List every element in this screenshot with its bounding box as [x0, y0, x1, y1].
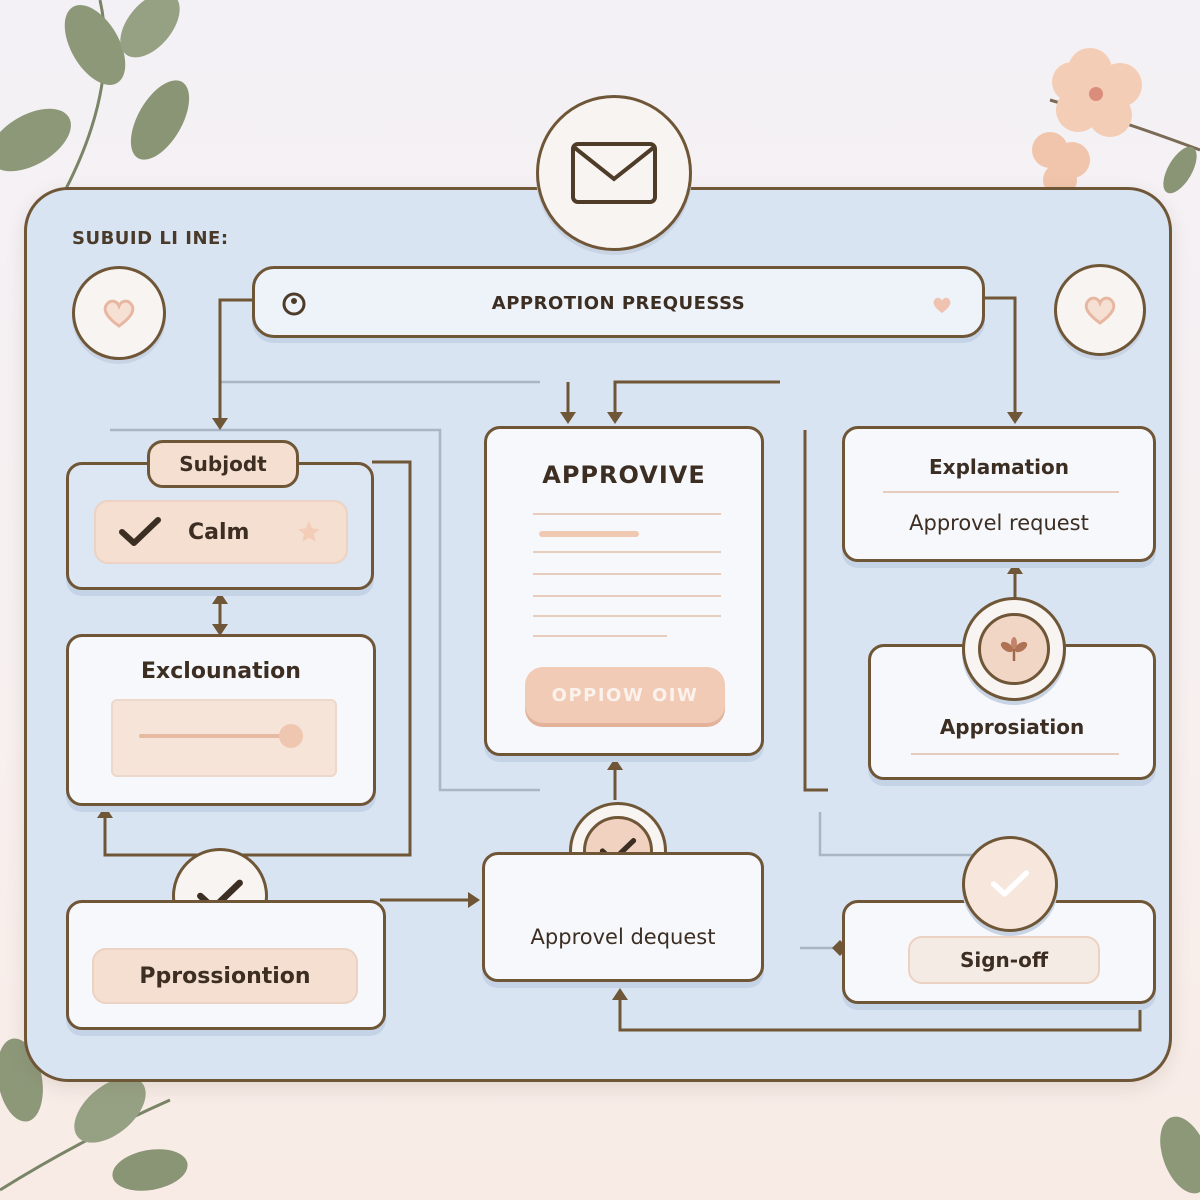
- approsiation-label: Approsiation: [939, 715, 1085, 739]
- subject-tab-label: Subjodt: [179, 452, 267, 476]
- calm-label: Calm: [188, 519, 250, 545]
- envelope-icon: [571, 142, 657, 204]
- leaves-bottom-left: [0, 1038, 188, 1192]
- text-line: [533, 573, 721, 575]
- text-line: [533, 551, 721, 553]
- heart-icon: [1084, 296, 1116, 325]
- calm-option[interactable]: Calm: [94, 500, 348, 564]
- sign-off-label: Sign-off: [959, 948, 1049, 972]
- subject-tab[interactable]: Subjodt: [147, 440, 299, 488]
- mail-badge[interactable]: [536, 95, 692, 251]
- divider: [911, 753, 1119, 755]
- leaf-badge[interactable]: [962, 597, 1066, 701]
- pprossiontion-label: Pprossiontion: [139, 963, 311, 989]
- small-heart-icon: [933, 297, 951, 313]
- check-icon: [119, 517, 161, 546]
- text-line: [533, 595, 721, 597]
- text-line-highlight: [539, 531, 639, 537]
- check-icon: [990, 870, 1030, 897]
- explanation-card: Exclounation: [66, 634, 376, 806]
- leaf-inner-circle: [978, 613, 1050, 685]
- heart-button-left[interactable]: [72, 266, 166, 360]
- heart-icon: [103, 299, 135, 328]
- leaves-top-left: [0, 0, 190, 200]
- approve-card: APPROVIVE OPPIOW OIW: [484, 426, 764, 756]
- search-bar-text: APPROTION PREQUESSS: [491, 293, 746, 314]
- star-icon: [298, 521, 320, 542]
- approve-card-title: APPROVIVE: [542, 461, 706, 489]
- text-line: [533, 615, 721, 617]
- check-badge-right[interactable]: [962, 836, 1058, 932]
- slider-track-container: [111, 699, 337, 777]
- search-bar[interactable]: APPROTION PREQUESSS: [252, 266, 985, 338]
- divider: [883, 491, 1119, 493]
- heart-button-right[interactable]: [1054, 264, 1146, 356]
- leaves-bottom-right: [1160, 1116, 1200, 1194]
- text-line: [533, 635, 667, 637]
- approve-button[interactable]: OPPIOW OIW: [525, 667, 725, 723]
- approval-request-card[interactable]: Approvel dequest: [482, 852, 764, 982]
- explanation-right-title: Explamation: [929, 455, 1069, 479]
- sprout-icon: [1000, 637, 1028, 661]
- search-icon: [282, 292, 306, 316]
- explanation-card-right: Explamation Approvel request: [842, 426, 1156, 562]
- pprossiontion-field[interactable]: Pprossiontion: [92, 948, 358, 1004]
- explanation-title: Exclounation: [141, 659, 301, 684]
- subject-line-label: SUBUID LI INE:: [72, 228, 229, 249]
- text-line: [533, 513, 721, 515]
- approve-button-label: OPPIOW OIW: [551, 684, 699, 706]
- slider-track[interactable]: [139, 734, 293, 738]
- approval-request-label: Approvel dequest: [530, 925, 716, 949]
- slider-handle[interactable]: [279, 724, 303, 748]
- sign-off-button[interactable]: Sign-off: [908, 936, 1100, 984]
- approval-request-right: Approvel request: [909, 511, 1089, 535]
